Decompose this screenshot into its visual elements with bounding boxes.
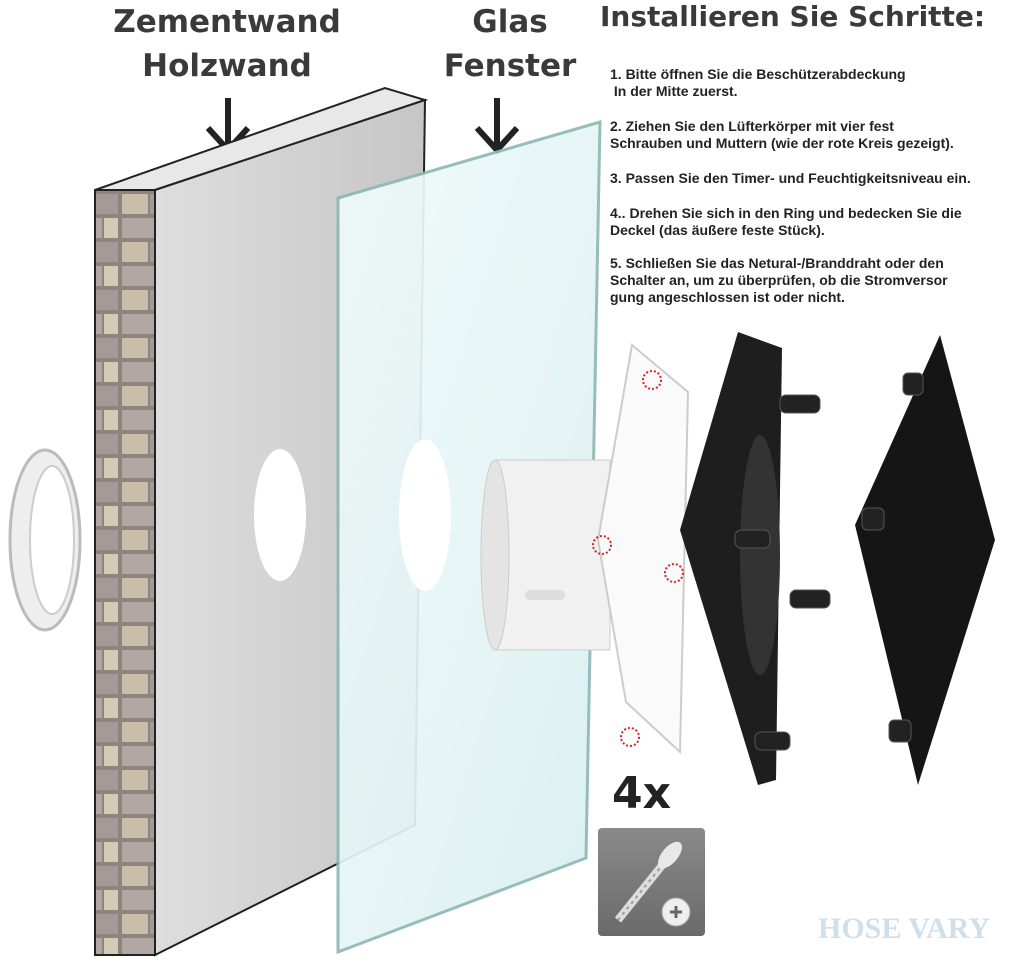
- instruction-step-5: 5. Schließen Sie das Netural-/Branddraht…: [610, 255, 948, 305]
- wall-label-line1: Zementwand: [113, 4, 341, 40]
- instruction-step-3: 3. Passen Sie den Timer- und Feuchtigkei…: [610, 170, 971, 186]
- instruction-step-2: 2. Ziehen Sie den Lüfterkörper mit vier …: [610, 118, 954, 151]
- instruction-step-1: 1. Bitte öffnen Sie die Beschützerabdeck…: [610, 66, 906, 99]
- arrow-down-icon: [205, 98, 520, 155]
- instruction-step-4: 4.. Drehen Sie sich in den Ring und bede…: [610, 205, 962, 238]
- screw-icon: [614, 841, 691, 927]
- screw-image: [598, 828, 705, 936]
- fan-mounting-plate: [592, 343, 690, 755]
- glass-label-line1: Glas: [472, 4, 548, 40]
- wall-label: Zementwand Holzwand: [92, 0, 362, 88]
- instructions-title: Installieren Sie Schritte:: [600, 0, 986, 33]
- glass-pane: [336, 119, 602, 955]
- wall-label-line2: Holzwand: [142, 48, 312, 84]
- glass-label-line2: Fenster: [443, 48, 577, 84]
- glass-label: Glas Fenster: [430, 0, 590, 88]
- fan-body: [480, 459, 611, 651]
- front-cover-frame: [680, 332, 831, 785]
- screw-position-markers: [592, 370, 684, 747]
- screw-quantity: 4x: [612, 768, 671, 819]
- outer-cover-panel: [855, 335, 995, 785]
- brand-watermark: HOSE VARY: [818, 912, 991, 945]
- mounting-ring: [8, 448, 82, 632]
